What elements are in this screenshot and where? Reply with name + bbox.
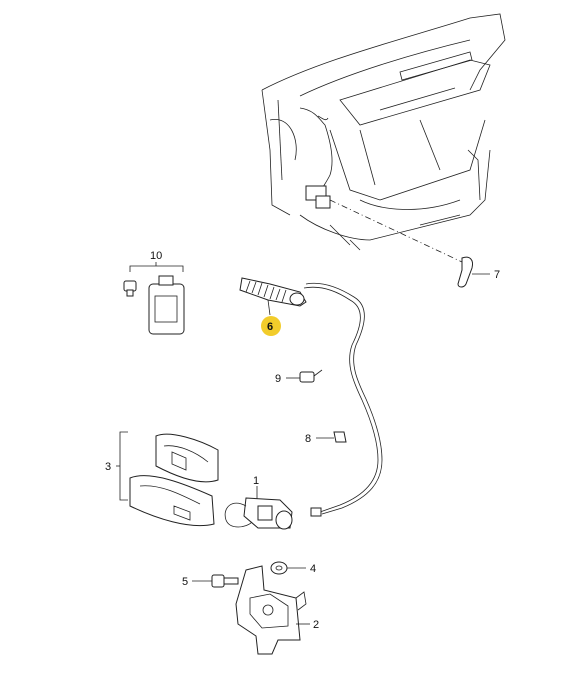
callout-4: 4 <box>310 563 316 575</box>
vehicle-rear-illustration <box>261 13 506 251</box>
part-4-grommet <box>270 561 306 575</box>
callout-6-highlight <box>261 316 281 336</box>
part-2-bracket <box>235 565 310 655</box>
part-1-pump-motor <box>224 486 293 530</box>
callout-8: 8 <box>305 433 311 445</box>
part-7-trim <box>457 256 490 288</box>
part-10-fluid-bottle <box>123 262 185 335</box>
callout-2: 2 <box>313 619 319 631</box>
part-6-actuator <box>239 277 383 517</box>
callout-1: 1 <box>253 475 259 487</box>
part-5-bolt <box>192 574 239 588</box>
part-8-clip <box>316 431 347 443</box>
locator-dash-line <box>329 199 463 263</box>
callout-9: 9 <box>275 373 281 385</box>
callout-10: 10 <box>150 250 162 262</box>
part-9-clip <box>286 369 323 383</box>
callout-3: 3 <box>105 461 111 473</box>
callout-5: 5 <box>182 576 188 588</box>
part-3-foam-inserts <box>116 431 219 527</box>
callout-7: 7 <box>494 269 500 281</box>
callout-6: 6 <box>267 321 273 333</box>
